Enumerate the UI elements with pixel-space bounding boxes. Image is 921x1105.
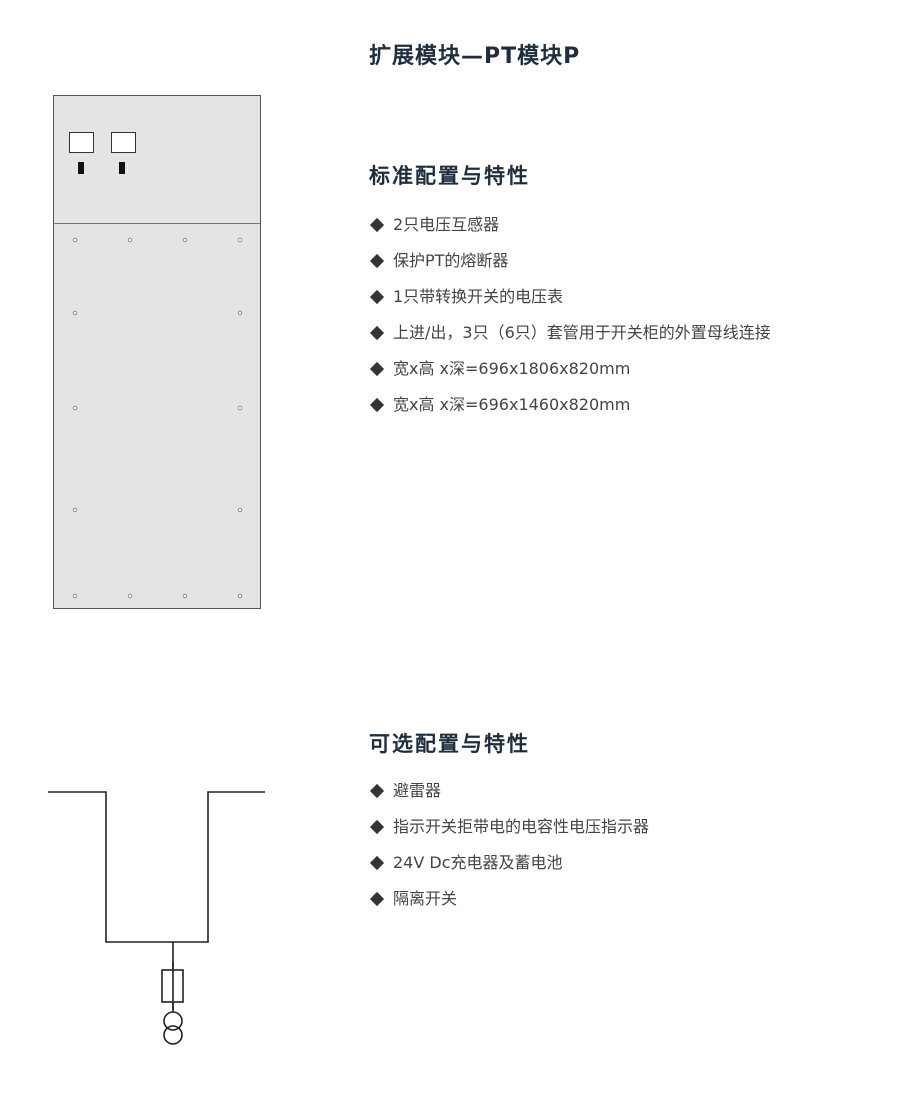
diamond-bullet-icon — [369, 819, 385, 835]
list-item: 24V Dc充电器及蓄电池 — [369, 852, 649, 888]
page-title: 扩展模块—PT模块P — [369, 44, 581, 69]
diamond-bullet-icon — [369, 325, 385, 341]
optional-config-heading: 可选配置与特性 — [369, 732, 530, 756]
list-item: 1只带转换开关的电压表 — [369, 286, 771, 322]
busbar-line — [48, 791, 265, 943]
standard-config-list: 2只电压互感器 保护PT的熔断器 1只带转换开关的电压表 上进/出，3只（6只）… — [369, 214, 771, 430]
voltmeter-window-left — [69, 132, 94, 153]
diamond-bullet-icon — [369, 891, 385, 907]
list-item: 保护PT的熔断器 — [369, 250, 771, 286]
diamond-bullet-icon — [369, 217, 385, 233]
switch-handle-right — [119, 162, 125, 174]
diamond-bullet-icon — [369, 855, 385, 871]
diamond-bullet-icon — [369, 253, 385, 269]
list-item: 宽x高 x深=696x1806x820mm — [369, 358, 771, 394]
diamond-bullet-icon — [369, 289, 385, 305]
optional-config-list: 避雷器 指示开关拒带电的电容性电压指示器 24V Dc充电器及蓄电池 隔离开关 — [369, 780, 649, 924]
list-item: 上进/出，3只（6只）套管用于开关柜的外置母线连接 — [369, 322, 771, 358]
list-item: 避雷器 — [369, 780, 649, 816]
list-item: 隔离开关 — [369, 888, 649, 924]
switch-handle-left — [78, 162, 84, 174]
transformer-coil-lower — [163, 1025, 183, 1045]
panel-screws — [72, 237, 243, 599]
diamond-bullet-icon — [369, 397, 385, 413]
list-item: 2只电压互感器 — [369, 214, 771, 250]
list-item: 宽x高 x深=696x1460x820mm — [369, 394, 771, 430]
cabinet-front-illustration — [53, 95, 261, 609]
transformer-coil-upper — [163, 1011, 183, 1031]
diamond-bullet-icon — [369, 783, 385, 799]
voltmeter-window-right — [111, 132, 136, 153]
standard-config-heading: 标准配置与特性 — [369, 164, 530, 188]
diamond-bullet-icon — [369, 361, 385, 377]
list-item: 指示开关拒带电的电容性电压指示器 — [369, 816, 649, 852]
single-line-diagram — [48, 791, 265, 1045]
